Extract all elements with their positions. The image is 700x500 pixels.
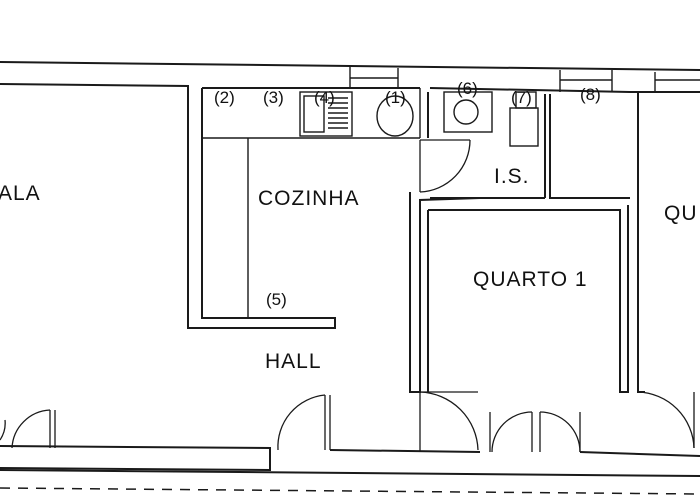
room-label-cozinha: COZINHA [258,187,360,210]
fixture-label-8: (8) [580,85,601,104]
fixture-label-4: (4) [314,88,335,107]
kitchen-door [419,139,471,193]
exterior-walls [0,61,700,495]
kitchen-walls [202,88,481,393]
room-label-quarto-1: QUARTO 1 [473,268,588,291]
fixture-label-3: (3) [263,88,284,107]
bedroom-1-door [419,391,479,452]
bedroom-2-walls [637,92,645,393]
entrance-door [277,394,331,451]
room-label-hall: HALL [265,350,322,373]
fixture-label-6: (6) [457,79,478,98]
fixture-label-5: (5) [266,290,287,309]
sala-door [0,409,56,449]
bedroom-1-walls [427,205,629,393]
double-door [489,411,581,453]
room-label-is: I.S. [494,165,530,188]
bathroom-walls [427,92,630,199]
fixture-label-1: (1) [385,88,406,107]
bathroom-fixtures [443,91,539,147]
fixture-label-2: (2) [214,88,235,107]
bedroom-2-door [637,391,695,449]
kitchen-fixtures [299,91,414,137]
room-label-sala: ALA [0,182,41,205]
fixture-label-7: (7) [511,88,532,107]
room-label-quarto-2: QU [664,202,698,225]
